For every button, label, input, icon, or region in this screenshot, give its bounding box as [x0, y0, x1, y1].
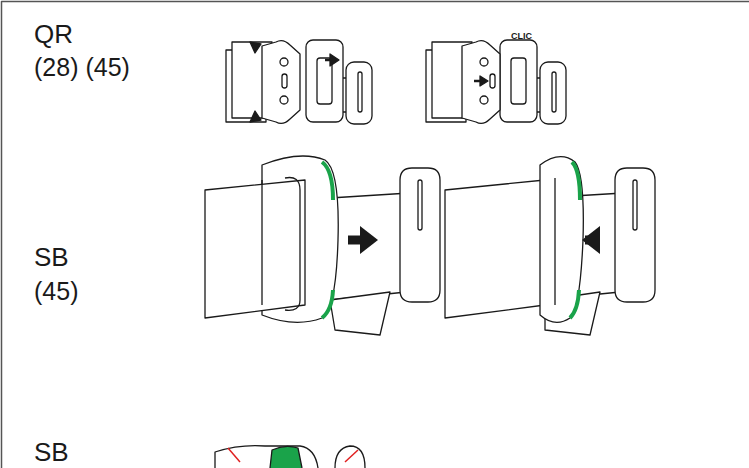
hole: [480, 96, 488, 104]
slot: [418, 180, 422, 230]
green-mark: [270, 446, 302, 468]
male-part: [306, 40, 343, 122]
slot: [633, 180, 637, 230]
buckle-bar: [554, 178, 555, 305]
strap-end: [445, 180, 545, 318]
slot: [282, 74, 287, 88]
strap-roll: [346, 62, 372, 124]
buckle-frame: [540, 157, 583, 323]
qr-buckle-closed: [426, 40, 566, 124]
arrow: [360, 226, 378, 254]
product-code: SB: [34, 438, 69, 467]
slot: [358, 72, 362, 112]
green-mark: [322, 290, 333, 318]
slot: [511, 58, 526, 104]
slot: [490, 74, 495, 88]
sb-buckle-closed: [445, 157, 655, 335]
click-note: CLIC: [511, 32, 532, 42]
strap-roll: [400, 168, 440, 302]
arrow: [250, 111, 261, 122]
strap-tail: [330, 292, 390, 335]
buckle-bar: [262, 178, 300, 311]
strap-roll: [335, 446, 365, 468]
male-part: [500, 40, 537, 122]
female-part: [462, 41, 500, 124]
strap-end: [205, 180, 305, 318]
strap-roll: [615, 168, 655, 302]
qr-buckle-open: [226, 40, 372, 124]
green-mark: [572, 162, 580, 200]
product-code: SB: [34, 243, 69, 272]
width-options: (45): [34, 278, 78, 306]
arrow: [480, 76, 488, 86]
width-options: (28) (45): [34, 54, 130, 82]
arrow: [582, 226, 600, 254]
green-mark: [322, 162, 333, 200]
arrow: [250, 42, 261, 53]
green-mark: [570, 290, 579, 318]
slot: [552, 72, 556, 112]
hole: [480, 58, 488, 66]
strap-end: [215, 446, 318, 468]
red-cross: [345, 450, 358, 462]
product-code: QR: [34, 20, 73, 49]
sb-buckle-open: [205, 156, 440, 335]
hole: [280, 96, 288, 104]
sb-buckle-partial: [215, 446, 365, 468]
arrow: [348, 236, 362, 245]
red-cross: [228, 448, 240, 462]
strap-roll: [540, 62, 566, 124]
arrow: [330, 54, 339, 66]
female-part: [262, 41, 300, 124]
hole: [280, 58, 288, 66]
